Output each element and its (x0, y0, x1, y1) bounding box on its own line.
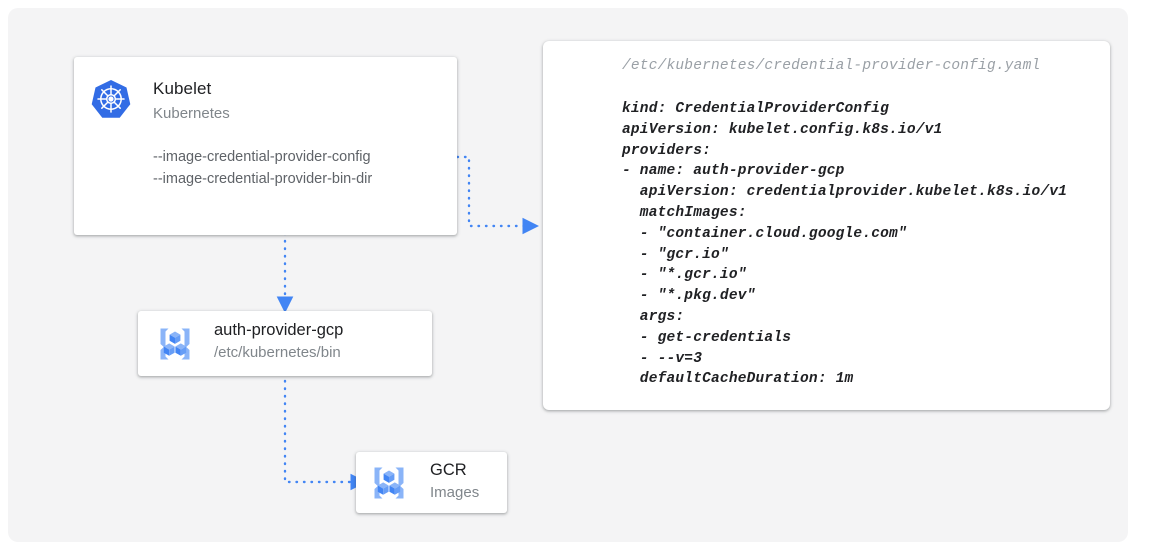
yaml-content: kind: CredentialProviderConfig apiVersion… (622, 99, 1067, 390)
yaml-line-10: args: (622, 308, 685, 325)
yaml-line-13: defaultCacheDuration: 1m (622, 371, 854, 388)
container-registry-icon (366, 460, 412, 506)
yaml-line-4: apiVersion: credentialprovider.kubelet.k… (622, 184, 1068, 201)
auth-provider-gcp-path: /etc/kubernetes/bin (214, 344, 341, 361)
yaml-line-9: - "*.pkg.dev" (622, 288, 756, 305)
credential-provider-config-panel[interactable]: /etc/kubernetes/credential-provider-conf… (543, 41, 1110, 410)
connector-kubelet-config-to-yaml (403, 155, 540, 235)
kubernetes-helm-icon (88, 78, 134, 124)
kubelet-flag-config: --image-credential-provider-config (153, 149, 371, 165)
gcr-subtitle: Images (430, 484, 480, 501)
auth-provider-gcp-card[interactable]: auth-provider-gcp /etc/kubernetes/bin (138, 311, 432, 376)
yaml-line-3: - name: auth-provider-gcp (622, 163, 845, 180)
yaml-line-8: - "*.gcr.io" (622, 267, 747, 284)
yaml-line-1: apiVersion: kubelet.config.k8s.io/v1 (622, 121, 943, 138)
yaml-line-12: - --v=3 (622, 350, 703, 367)
container-registry-icon (152, 321, 198, 367)
yaml-line-7: - "gcr.io" (622, 246, 729, 263)
kubelet-card[interactable]: Kubelet Kubernetes --image-credential-pr… (74, 57, 457, 235)
kubelet-flag-bin-dir: --image-credential-provider-bin-dir (153, 171, 373, 187)
gcr-title: GCR (430, 461, 467, 479)
yaml-line-5: matchImages: (622, 204, 747, 221)
kubelet-subtitle: Kubernetes (153, 105, 230, 122)
yaml-line-6: - "container.cloud.google.com" (622, 225, 907, 242)
yaml-line-11: - get-credentials (622, 329, 792, 346)
kubelet-title: Kubelet (153, 79, 212, 98)
gcr-card[interactable]: GCR Images (356, 452, 507, 513)
yaml-line-0: kind: CredentialProviderConfig (622, 101, 890, 117)
auth-provider-gcp-title: auth-provider-gcp (214, 321, 344, 339)
yaml-line-2: providers: (622, 142, 712, 159)
yaml-file-path: /etc/kubernetes/credential-provider-conf… (622, 58, 1041, 74)
connector-auth-provider-to-gcr (283, 379, 368, 491)
